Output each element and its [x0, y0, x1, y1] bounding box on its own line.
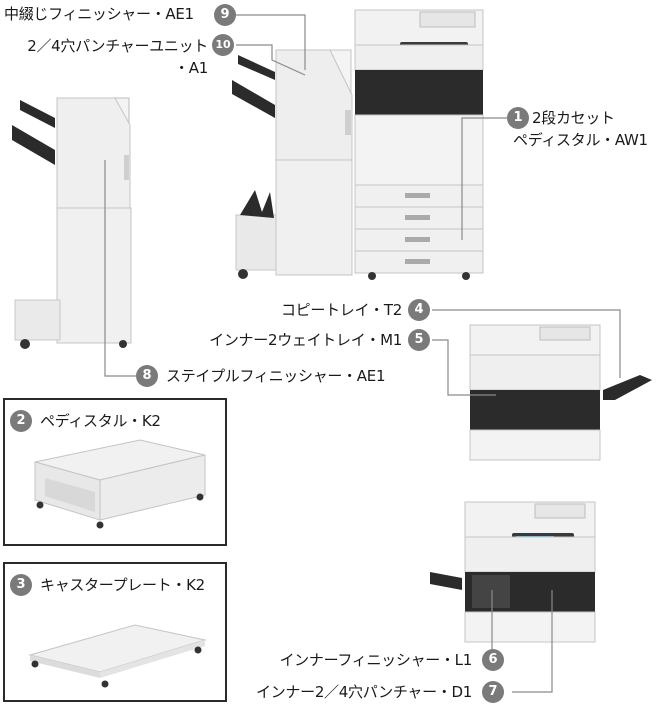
callout-badge-2: 2	[10, 410, 32, 432]
callout-badge-5: 5	[408, 329, 430, 351]
callout-label-9: 中綴じフィニッシャー・AE1	[4, 5, 194, 23]
pedestal-k2-image	[34, 439, 206, 529]
callout-badge-4: 4	[408, 299, 430, 321]
copier-with-copy-tray-image	[469, 324, 652, 461]
leader-4	[432, 309, 621, 378]
callout-badge-3: 3	[10, 574, 32, 596]
leader-1	[461, 117, 507, 240]
main-copier-image	[354, 9, 484, 280]
callout-badge-10: 10	[212, 34, 234, 56]
leader-10	[236, 44, 306, 76]
callout-badge-7: 7	[482, 681, 504, 703]
callout-label-5: インナー2ウェイトレイ・M1	[209, 331, 402, 349]
callout-label-1-line1: 2段カセット	[532, 109, 615, 127]
pedestal-k2-frame	[3, 398, 227, 546]
callout-label-7: インナー2／4穴パンチャー・D1	[256, 683, 472, 701]
copier-with-inner-finisher-image	[430, 501, 596, 643]
callout-badge-1: 1	[507, 107, 529, 129]
saddle-finisher-ae1-image	[232, 49, 353, 279]
callout-badge-9: 9	[214, 4, 236, 26]
callout-label-4: コピートレイ・T2	[280, 301, 402, 319]
callout-label-2: ペディスタル・K2	[40, 412, 161, 430]
callout-label-1-line2: ペディスタル・AW1	[513, 131, 648, 149]
leader-5	[432, 339, 496, 396]
callout-label-6: インナーフィニッシャー・L1	[279, 651, 472, 669]
leader-7	[512, 590, 553, 693]
callout-badge-8: 8	[136, 365, 158, 387]
callout-label-10-line2: ・A1	[174, 59, 208, 77]
callout-label-8: ステイプルフィニッシャー・AE1	[166, 367, 386, 385]
callout-label-3: キャスタープレート・K2	[40, 576, 205, 594]
leader-9	[236, 14, 306, 70]
callout-badge-6: 6	[482, 649, 504, 671]
caster-plate-k2-frame	[3, 562, 227, 702]
callout-label-10-line1: 2／4穴パンチャーユニット	[27, 37, 208, 55]
staple-finisher-ae1-image	[12, 97, 132, 349]
caster-plate-k2-image	[28, 624, 207, 688]
leader-8	[104, 160, 136, 377]
